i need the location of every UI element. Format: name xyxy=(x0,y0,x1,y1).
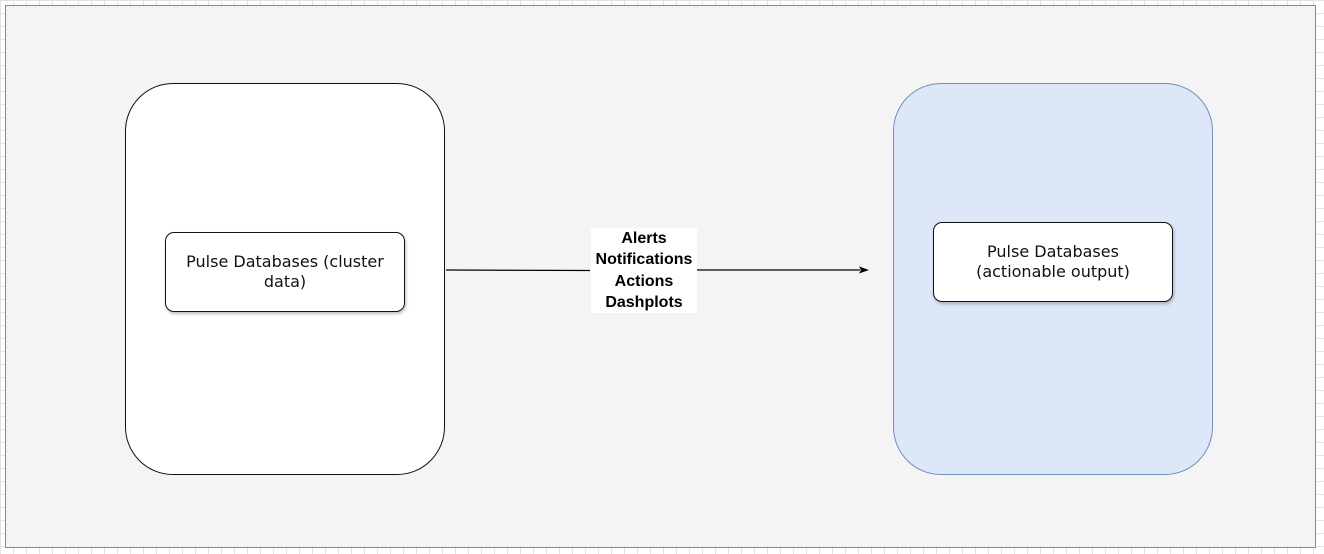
source-node[interactable]: Pulse Databases (cluster data) xyxy=(165,232,405,312)
edge-label-line-actions: Actions xyxy=(614,272,674,290)
edge-label-line-notifications: Notifications xyxy=(595,251,693,268)
target-node[interactable]: Pulse Databases (actionable output) xyxy=(933,222,1173,302)
edge-label[interactable]: Alerts Notifications Actions Dashplots xyxy=(591,228,697,313)
source-node-label: Pulse Databases (cluster data) xyxy=(186,252,384,291)
edge-label-line-dashplots: Dashplots xyxy=(605,294,683,311)
edge-label-line-alerts: Alerts xyxy=(621,229,667,247)
target-node-label: Pulse Databases (actionable output) xyxy=(976,242,1130,281)
